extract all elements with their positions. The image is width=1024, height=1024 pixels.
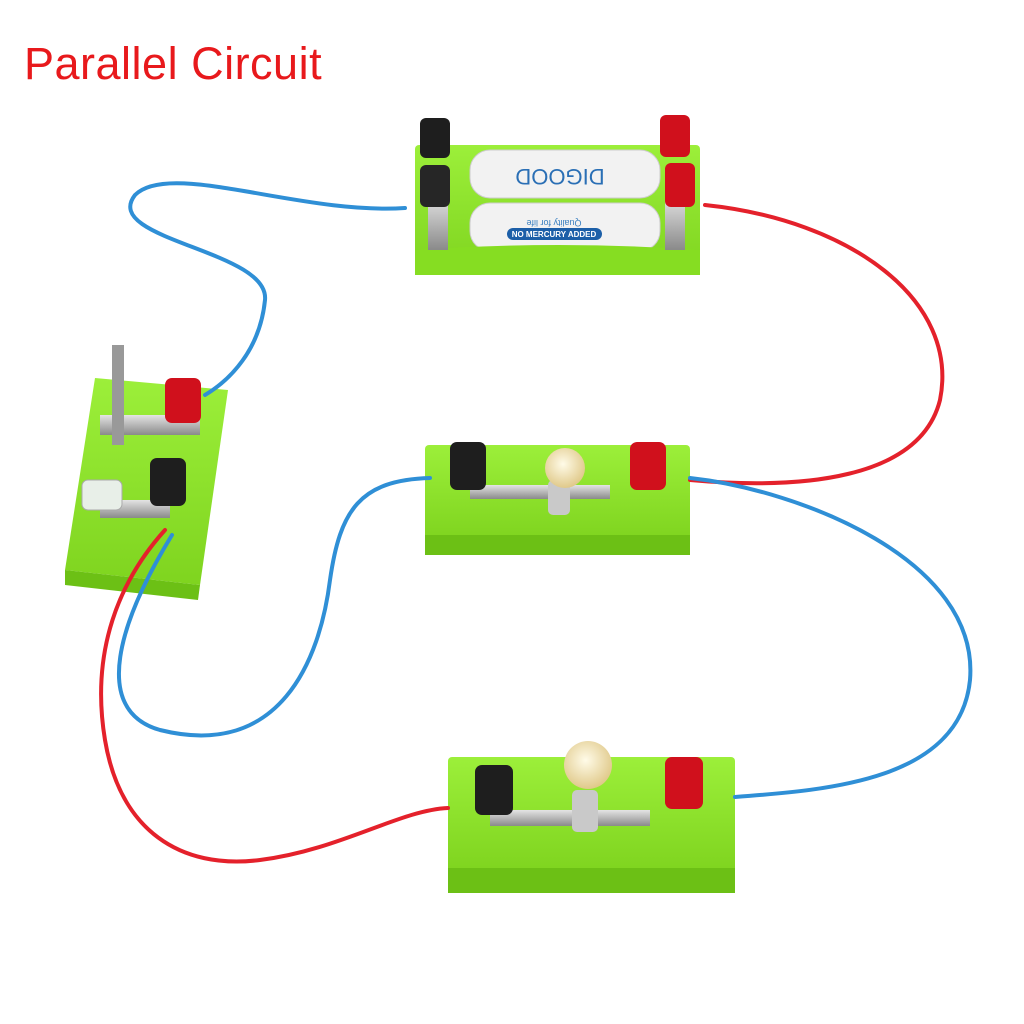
holder-front-lip: [415, 245, 700, 275]
black-terminal-icon: [475, 765, 513, 815]
wires: [99, 181, 973, 864]
red-terminal-icon: [665, 163, 695, 207]
light-bulb-icon: [564, 741, 612, 789]
blue-wire-lamp1-lamp2: [688, 476, 973, 799]
black-terminal-icon: [420, 165, 450, 207]
red-wire-battery-lamp1: [688, 203, 945, 486]
battery-brand: DIGOOD: [515, 164, 604, 189]
black-terminal-icon: [150, 458, 186, 506]
red-terminal-icon: [665, 757, 703, 809]
red-wire-switch-lamp2: [99, 528, 450, 864]
switch-board: [65, 345, 228, 600]
light-bulb-icon: [545, 448, 585, 488]
battery-holder: DIGOOD Quality for life NO MERCURY ADDED: [415, 115, 700, 275]
blue-wire-battery-switch: [128, 181, 407, 397]
battery-badge-background: [507, 228, 602, 240]
battery-tagline: Quality for life: [526, 218, 581, 228]
blue-wire-lamp1-switch: [116, 476, 432, 738]
red-terminal-icon: [165, 378, 201, 423]
title: Parallel Circuit: [24, 38, 323, 89]
black-terminal-icon: [420, 118, 450, 158]
red-terminal-icon: [630, 442, 666, 490]
lamp-board-1: [425, 442, 690, 555]
lamp-board-2: [448, 741, 735, 893]
battery-badge: NO MERCURY ADDED: [512, 230, 597, 239]
black-terminal-icon: [450, 442, 486, 490]
red-terminal-icon: [660, 115, 690, 157]
battery-top: [469, 149, 661, 199]
switch-lever-icon: [112, 345, 124, 445]
